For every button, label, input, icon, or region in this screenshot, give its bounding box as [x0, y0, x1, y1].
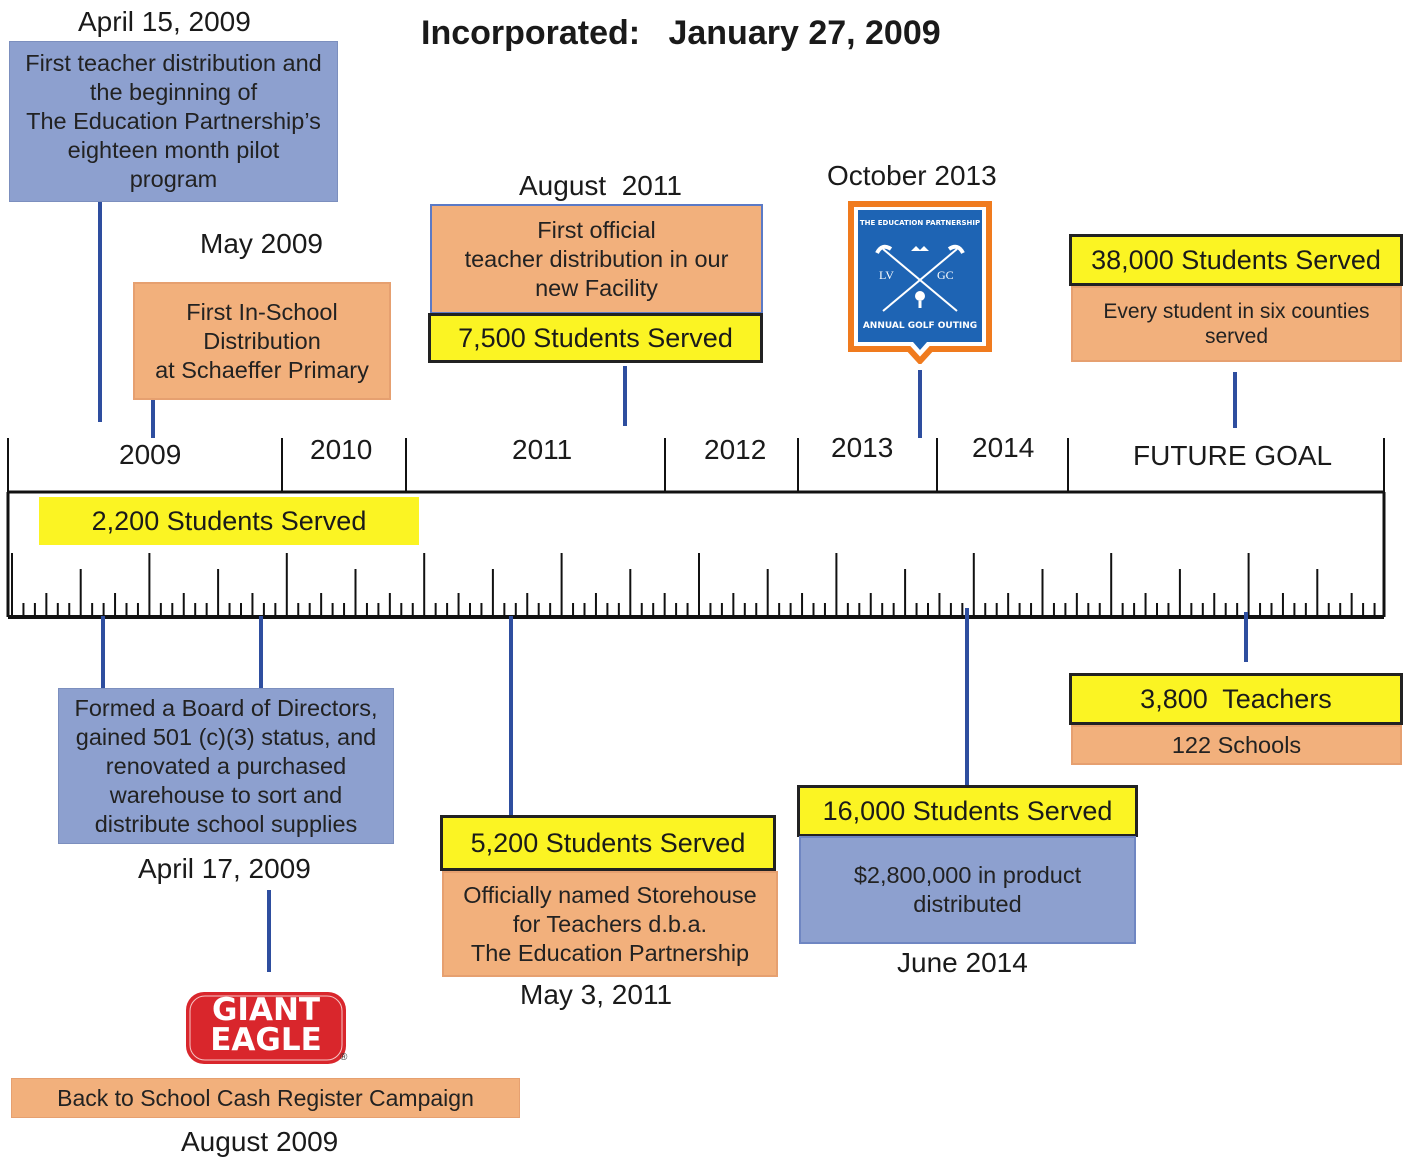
event-text-line: new Facility — [535, 274, 658, 301]
stat-text: 7,500 Students Served — [458, 322, 733, 353]
giant-eagle-line2: EAGLE — [210, 1022, 322, 1058]
connector-line — [965, 608, 969, 786]
giant-eagle-logo: GIANT EAGLE ® — [184, 988, 352, 1068]
event-text-line: program — [129, 166, 218, 192]
event-text-line: $2,800,000 in product — [853, 862, 1082, 888]
ruler-ticks — [6, 438, 1386, 619]
event-text-line: the beginning of — [89, 79, 258, 105]
connector-line — [1233, 372, 1237, 428]
event-box: Back to School Cash Register Campaign — [11, 1078, 520, 1118]
timeline-ruler — [0, 430, 1410, 622]
connector-line — [509, 616, 513, 816]
event-text-line: gained 501 (c)(3) status, and — [75, 723, 377, 750]
connector-line — [151, 400, 155, 438]
event-date: August 2011 — [519, 170, 682, 201]
event-text-line: Every student in six counties — [1103, 300, 1370, 323]
event-box: 122 Schools — [1071, 725, 1402, 765]
event-text-line: warehouse to sort and — [109, 781, 343, 808]
ruler-banner: 2,200 Students Served — [39, 497, 419, 545]
connector-line — [259, 616, 263, 688]
badge-top-text: THE EDUCATION PARTNERSHIP — [859, 219, 981, 227]
event-text-line: teacher distribution in our — [464, 245, 729, 272]
year-label: FUTURE GOAL — [1133, 440, 1333, 471]
registered-mark: ® — [340, 1052, 348, 1063]
event-text-line: distributed — [913, 891, 1022, 917]
event-box: Formed a Board of Directors, gained 501 … — [58, 688, 394, 844]
event-sub-text: 122 Schools — [1171, 731, 1302, 758]
connector-line — [1244, 612, 1248, 662]
stat-text: 3,800 Teachers — [1140, 683, 1332, 714]
stat-box: 7,500 Students Served — [428, 313, 763, 363]
event-box: First In-School Distribution at Schaeffe… — [133, 282, 391, 400]
connector-line — [101, 616, 105, 688]
year-label: 2014 — [972, 432, 1035, 463]
event-date: June 2014 — [897, 947, 1028, 978]
event-date: August 2009 — [181, 1126, 339, 1157]
connector-line — [918, 370, 922, 438]
giant-eagle-line1: GIANT — [211, 992, 321, 1028]
event-date: October 2013 — [827, 160, 997, 191]
year-label: 2012 — [704, 434, 767, 465]
ruler-banner-text: 2,200 Students Served — [91, 505, 367, 536]
event-box: $2,800,000 in product distributed — [799, 836, 1136, 944]
event-date: May 3, 2011 — [520, 979, 673, 1010]
badge-left-text: LV — [879, 268, 894, 282]
stat-box: 16,000 Students Served — [797, 785, 1138, 837]
stat-text: 16,000 Students Served — [822, 795, 1113, 826]
event-text-line: The Education Partnership — [470, 939, 750, 966]
stat-box: 5,200 Students Served — [440, 815, 776, 871]
incorporated-title: Incorporated: January 27, 2009 — [421, 14, 941, 52]
event-text-line: Formed a Board of Directors, — [74, 694, 378, 721]
event-text-line: eighteen month pilot — [67, 137, 280, 163]
badge-bottom-text: ANNUAL GOLF OUTING — [862, 321, 978, 331]
event-date: May 2009 — [200, 228, 323, 259]
golf-outing-badge-logo: THE EDUCATION PARTNERSHIP LV GC ANNUAL G… — [845, 199, 995, 366]
event-text-line: First official — [537, 216, 656, 243]
event-text-line: Distribution — [203, 327, 321, 354]
connector-line — [98, 202, 102, 422]
event-text-line: renovated a purchased — [105, 752, 347, 779]
stat-box: 38,000 Students Served — [1069, 234, 1403, 286]
year-label: 2013 — [831, 432, 894, 463]
event-text-line: The Education Partnership’s — [26, 108, 321, 134]
event-text-line: First teacher distribution and — [25, 50, 322, 76]
event-text-line: for Teachers d.b.a. — [512, 910, 708, 937]
badge-right-text: GC — [937, 268, 954, 282]
event-text-line: Officially named Storehouse — [463, 881, 757, 908]
connector-line — [267, 890, 271, 972]
event-text-line: served — [1204, 325, 1268, 348]
year-label: 2010 — [310, 434, 373, 465]
year-label: 2011 — [512, 434, 573, 465]
event-caption: Back to School Cash Register Campaign — [57, 1084, 474, 1111]
stat-text: 5,200 Students Served — [470, 827, 746, 858]
connector-line — [623, 366, 627, 426]
event-text-line: distribute school supplies — [94, 810, 358, 837]
event-text-line: First In-School — [186, 298, 338, 325]
event-date: April 17, 2009 — [138, 853, 311, 884]
event-text-line: at Schaeffer Primary — [155, 356, 369, 383]
stat-text: 38,000 Students Served — [1091, 244, 1381, 275]
event-box: First official teacher distribution in o… — [430, 204, 763, 314]
event-box: First teacher distribution and the begin… — [9, 41, 338, 202]
event-box: Every student in six counties served — [1071, 286, 1402, 362]
event-box: Officially named Storehouse for Teachers… — [442, 871, 778, 977]
year-label: 2009 — [119, 439, 182, 470]
event-date: April 15, 2009 — [78, 6, 251, 37]
stat-box: 3,800 Teachers — [1069, 673, 1403, 725]
